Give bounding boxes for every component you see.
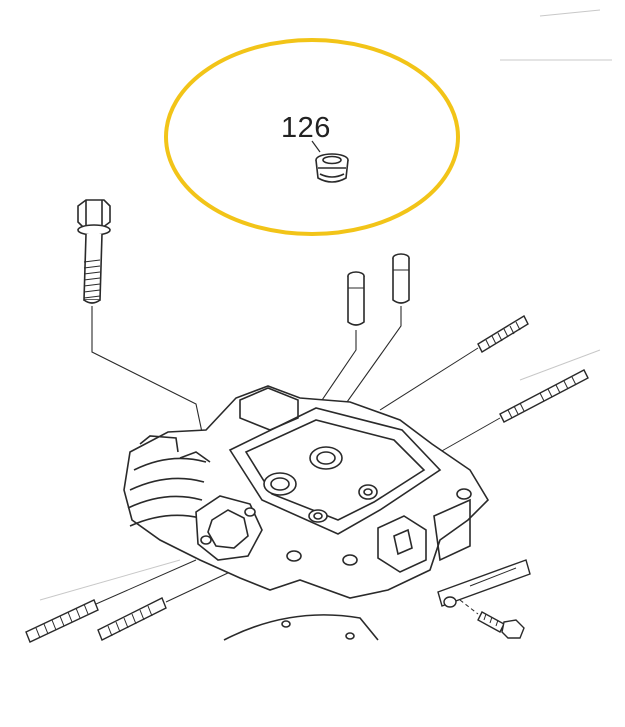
cylinder-head (123, 385, 490, 599)
background-guide-lines (39, 9, 612, 601)
stud-upper-right (477, 315, 529, 353)
stud-lower-left-2 (97, 597, 167, 641)
stud-lower-left-1 (25, 599, 99, 643)
valve-guide-right (392, 253, 410, 304)
small-bolt (477, 611, 525, 639)
stud-middle-right (499, 369, 589, 423)
valve-guide-left (347, 271, 365, 326)
side-plate (437, 559, 531, 608)
valve-stem-seal-part (311, 140, 349, 183)
head-gasket (223, 614, 379, 641)
part-highlight-ellipse (164, 38, 460, 236)
cylinder-head-bolt (77, 199, 111, 304)
